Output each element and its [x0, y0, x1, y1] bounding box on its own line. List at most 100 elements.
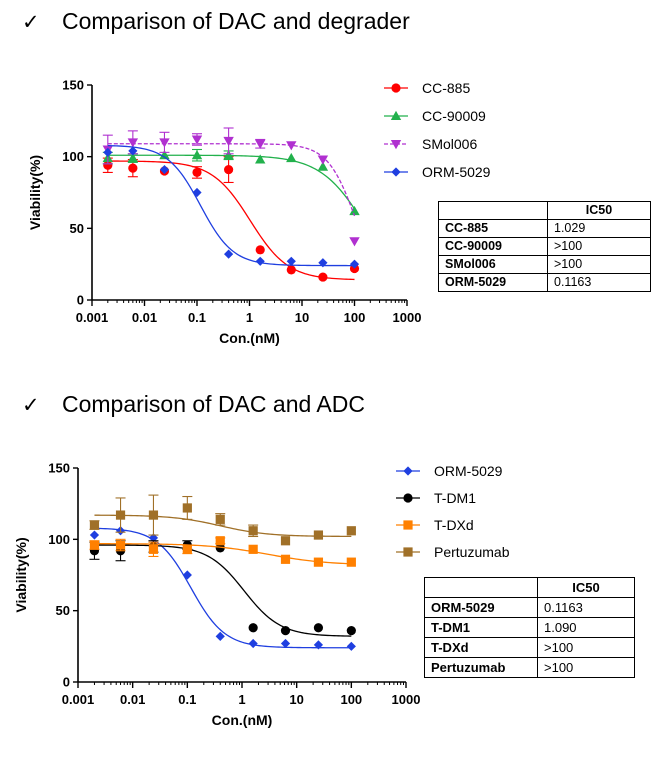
data-point: [224, 164, 234, 175]
legend-label: CC-90009: [422, 108, 486, 124]
y-axis-label: Viability(%): [13, 537, 29, 612]
data-point: [191, 150, 203, 160]
y-tick-label: 100: [48, 532, 70, 547]
data-point: [182, 503, 192, 513]
ic50-table-degrader: IC50 CC-885 1.029 CC-90009 >100 SMol006 …: [438, 201, 651, 292]
data-point: [127, 138, 139, 148]
ic50-compound: T-DM1: [424, 617, 538, 638]
data-point: [313, 530, 324, 540]
data-point: [215, 536, 225, 546]
y-tick-label: 100: [62, 149, 84, 164]
legend-label: T-DM1: [434, 490, 476, 506]
fit-curve: [94, 543, 352, 565]
ic50-table-header: IC50: [424, 577, 635, 598]
fit-curve: [94, 514, 352, 538]
fit-curve: [94, 544, 352, 637]
fit-curve: [107, 160, 355, 281]
x-tick-label: 10: [295, 310, 309, 325]
series-pertuzumab: [89, 494, 356, 546]
data-point: [255, 139, 266, 149]
y-tick-label: 0: [63, 675, 70, 690]
fit-curve: [107, 143, 356, 217]
data-point: [313, 557, 324, 567]
data-point: [248, 623, 258, 633]
legend-label: CC-885: [422, 80, 470, 96]
x-tick-label: 0.01: [120, 692, 145, 707]
data-point: [103, 147, 113, 157]
ic50-compound: T-DXd: [424, 637, 538, 658]
legend-item: T-DXd: [396, 517, 474, 533]
legend-marker: [391, 167, 401, 177]
table-row: SMol006 >100: [438, 255, 651, 274]
table-row: T-DM1 1.090: [424, 617, 635, 638]
ic50-value: >100: [537, 637, 635, 658]
data-point: [127, 152, 139, 163]
data-point: [255, 245, 265, 255]
legend-label: T-DXd: [434, 517, 474, 533]
legend-label: SMol006: [422, 136, 477, 152]
checkmark-icon: ✓: [22, 11, 40, 34]
section-title-degrader: ✓Comparison of DAC and degrader: [22, 8, 410, 35]
legend-item: Pertuzumab: [396, 544, 510, 560]
x-tick-label: 100: [340, 692, 362, 707]
data-point: [148, 533, 159, 543]
section-title-text: Comparison of DAC and ADC: [62, 391, 365, 417]
data-point: [255, 154, 266, 164]
legend-marker: [403, 547, 413, 557]
ic50-compound: ORM-5029: [438, 273, 548, 292]
data-point: [248, 544, 258, 554]
data-point: [346, 626, 356, 636]
legend-marker: [390, 140, 402, 150]
data-point: [115, 540, 126, 550]
legend-item: ORM-5029: [384, 164, 491, 180]
table-row: ORM-5029 0.1163: [424, 597, 635, 618]
data-point: [192, 167, 202, 178]
data-point: [182, 544, 192, 554]
ic50-compound: CC-90009: [438, 237, 548, 256]
x-tick-label: 0.01: [132, 310, 157, 325]
x-tick-label: 1: [246, 310, 253, 325]
data-point: [286, 141, 297, 151]
data-point: [223, 136, 234, 147]
data-point: [89, 540, 100, 550]
y-tick-label: 150: [48, 461, 70, 476]
ic50-table-adc: IC50 ORM-5029 0.1163 T-DM1 1.090 T-DXd >…: [424, 577, 635, 678]
data-point: [159, 150, 170, 160]
data-point: [192, 187, 202, 198]
x-tick-label: 100: [344, 310, 366, 325]
table-row: T-DXd >100: [424, 637, 635, 658]
ic50-header-label: IC50: [537, 577, 635, 598]
data-point: [346, 641, 356, 651]
data-point: [248, 638, 258, 649]
x-tick-label: 0.001: [76, 310, 109, 325]
legend-marker: [403, 493, 413, 503]
data-point: [280, 554, 291, 564]
series-smol006: [102, 127, 360, 247]
data-point: [346, 557, 356, 567]
data-point: [280, 536, 291, 546]
ic50-value: 0.1163: [537, 597, 635, 618]
data-point: [255, 256, 265, 266]
data-point: [286, 265, 296, 275]
ic50-value: 1.029: [547, 219, 651, 238]
legend-item: T-DM1: [396, 490, 476, 506]
x-tick-label: 1000: [392, 692, 421, 707]
ic50-compound: SMol006: [438, 255, 548, 274]
data-point: [313, 640, 324, 650]
x-tick-label: 10: [289, 692, 303, 707]
data-point: [318, 258, 328, 268]
legend-label: Pertuzumab: [434, 544, 510, 560]
y-tick-label: 0: [77, 293, 84, 308]
y-tick-label: 50: [56, 603, 70, 618]
y-tick-label: 50: [70, 221, 84, 236]
ic50-value: 1.090: [537, 617, 635, 638]
data-point: [128, 163, 138, 173]
x-tick-label: 0.1: [178, 692, 196, 707]
data-point: [148, 510, 159, 520]
legend-item: SMol006: [384, 136, 477, 152]
data-point: [349, 205, 360, 216]
table-row: CC-885 1.029: [438, 219, 651, 238]
ic50-header-label: IC50: [547, 201, 651, 220]
ic50-header-blank: [424, 577, 538, 598]
